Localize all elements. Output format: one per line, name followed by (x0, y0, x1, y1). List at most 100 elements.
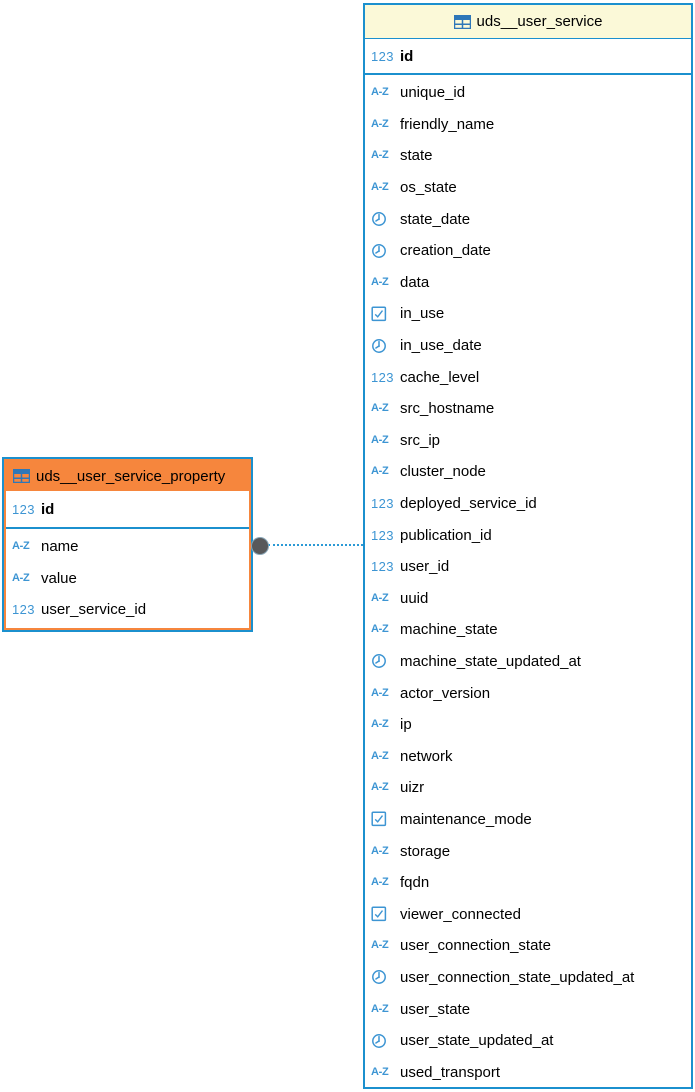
column-name: data (400, 273, 430, 291)
column-row[interactable]: A-Z friendly_name (365, 109, 691, 141)
column-row[interactable]: maintenance_mode (365, 804, 691, 836)
column-row[interactable]: A-Z storage (365, 835, 691, 867)
column-row[interactable]: A-Z machine_state (365, 614, 691, 646)
number-type-icon: 123 (371, 48, 394, 64)
number-type-icon: 123 (371, 496, 394, 512)
entity-title: uds__user_service_property (36, 467, 226, 485)
column-name: user_connection_state (400, 937, 551, 955)
text-type-icon: A-Z (371, 117, 389, 130)
text-type-icon: A-Z (371, 86, 389, 99)
column-name: machine_state (400, 621, 498, 639)
text-type-icon: A-Z (371, 149, 389, 162)
column-row[interactable]: A-Z uizr (365, 772, 691, 804)
column-name: unique_id (400, 84, 466, 102)
number-type-icon: 123 (371, 559, 394, 575)
column-name: value (41, 569, 77, 587)
column-row[interactable]: 123 deployed_service_id (365, 488, 691, 520)
column-name: used_transport (400, 1063, 501, 1081)
column-name: user_state_updated_at (400, 1032, 554, 1050)
column-name: src_ip (400, 431, 441, 449)
relation-line[interactable] (268, 544, 363, 546)
column-row[interactable]: state_date (365, 203, 691, 235)
boolean-type-icon (371, 906, 397, 922)
text-type-icon: A-Z (371, 686, 389, 699)
datetime-type-icon (371, 1033, 397, 1049)
column-row[interactable]: A-Z actor_version (365, 677, 691, 709)
column-name: src_hostname (400, 400, 495, 418)
column-row[interactable]: A-Z os_state (365, 172, 691, 204)
column-name: id (41, 500, 55, 518)
text-type-icon: A-Z (12, 571, 30, 584)
column-row[interactable]: machine_state_updated_at (365, 646, 691, 678)
column-name: maintenance_mode (400, 810, 532, 828)
text-type-icon: A-Z (371, 1002, 389, 1015)
column-name: cache_level (400, 368, 480, 386)
datetime-type-icon (371, 211, 397, 227)
column-name: machine_state_updated_at (400, 652, 581, 670)
text-type-icon: A-Z (371, 433, 389, 446)
column-row[interactable]: A-Z user_state (365, 993, 691, 1025)
datetime-type-icon (371, 338, 397, 354)
column-row[interactable]: viewer_connected (365, 898, 691, 930)
entity-header[interactable]: uds__user_service_property (6, 461, 249, 491)
entity-title: uds__user_service (476, 13, 603, 30)
column-row[interactable]: user_state_updated_at (365, 1025, 691, 1057)
datetime-type-icon (371, 653, 397, 669)
column-row[interactable]: A-Z src_hostname (365, 393, 691, 425)
column-row[interactable]: creation_date (365, 235, 691, 267)
column-name: deployed_service_id (400, 495, 537, 513)
column-name: cluster_node (400, 463, 486, 481)
column-row[interactable]: user_connection_state_updated_at (365, 962, 691, 994)
number-type-icon: 123 (12, 602, 35, 618)
column-name: actor_version (400, 684, 491, 702)
relation-endpoint-dot[interactable] (251, 537, 269, 555)
column-name: user_state (400, 1000, 471, 1018)
text-type-icon: A-Z (371, 623, 389, 636)
column-row[interactable]: in_use_date (365, 330, 691, 362)
column-name: uuid (400, 589, 429, 607)
text-type-icon: A-Z (371, 181, 389, 194)
text-type-icon: A-Z (371, 1065, 389, 1078)
column-row[interactable]: A-Z unique_id (365, 77, 691, 109)
number-type-icon: 123 (371, 527, 394, 543)
entity-header[interactable]: uds__user_service (365, 5, 691, 39)
column-row[interactable]: A-Z used_transport (365, 1056, 691, 1087)
boolean-type-icon (371, 811, 397, 827)
column-name: friendly_name (400, 115, 495, 133)
column-name: creation_date (400, 242, 491, 260)
column-name: storage (400, 842, 451, 860)
text-type-icon: A-Z (371, 402, 389, 415)
column-name: uizr (400, 779, 425, 797)
column-name: viewer_connected (400, 905, 521, 923)
text-type-icon: A-Z (371, 781, 389, 794)
column-row[interactable]: A-Z src_ip (365, 425, 691, 457)
column-name: user_service_id (41, 601, 147, 619)
column-row[interactable]: 123 user_service_id (6, 594, 249, 626)
text-type-icon: A-Z (371, 718, 389, 731)
column-name: user_connection_state_updated_at (400, 968, 635, 986)
column-name: os_state (400, 179, 457, 197)
primary-key-row[interactable]: 123 id (6, 491, 249, 529)
column-row[interactable]: A-Z value (6, 563, 249, 595)
number-type-icon: 123 (12, 501, 35, 517)
text-type-icon: A-Z (371, 844, 389, 857)
column-row[interactable]: in_use (365, 298, 691, 330)
primary-key-row[interactable]: 123 id (365, 39, 691, 75)
text-type-icon: A-Z (12, 540, 30, 553)
